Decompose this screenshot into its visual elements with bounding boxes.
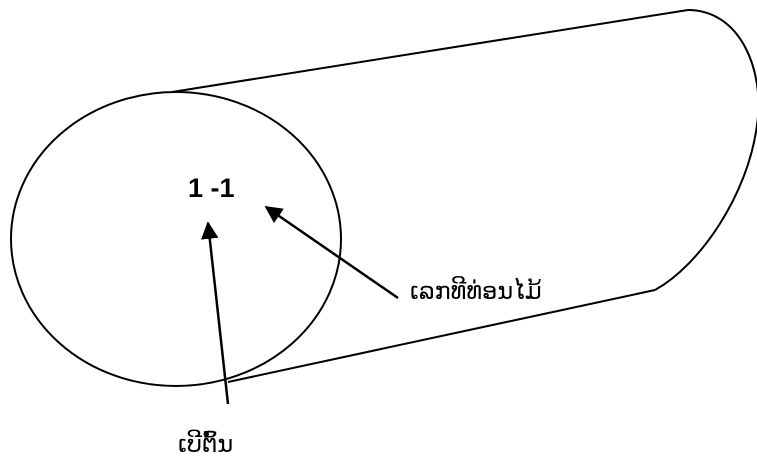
cylinder-far-end <box>654 9 757 291</box>
cylinder-top-edge <box>171 9 689 93</box>
cylinder-bottom-edge <box>227 289 656 383</box>
tree-number-arrow <box>201 221 230 405</box>
log-number-label: ເລກທີທ່ອນໄມ້ <box>410 277 542 305</box>
center-id-label: 1 -1 <box>188 173 235 203</box>
log-cross-section <box>10 91 342 387</box>
tree-number-label: ເບີຕົ້ນ <box>178 430 234 458</box>
log-number-arrow <box>264 205 399 300</box>
